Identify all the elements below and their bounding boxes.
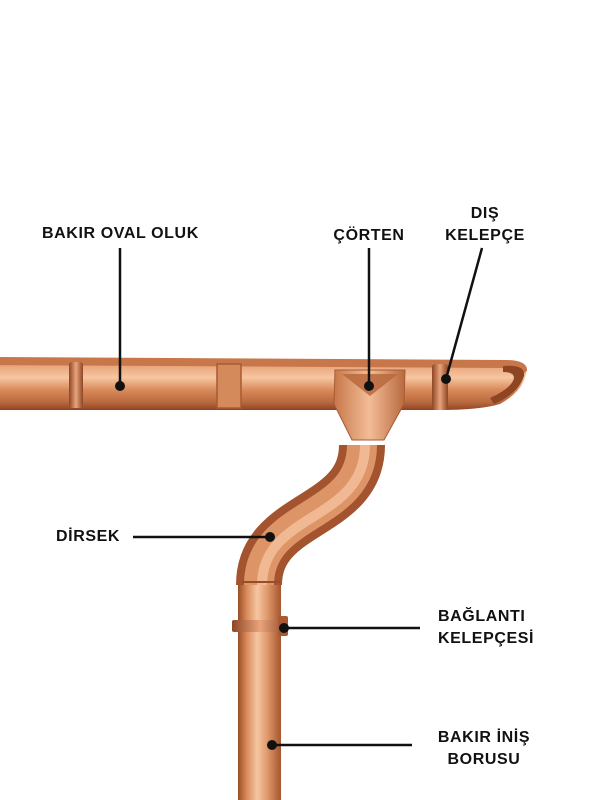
label-connection-clamp-line1: BAĞLANTI <box>438 608 526 625</box>
label-outlet: ÇÖRTEN <box>333 227 405 244</box>
label-outer-clamp-line1: DIŞ <box>470 205 500 222</box>
label-outer-clamp-line2: KELEPÇE <box>445 227 525 244</box>
label-outer-clamp: DIŞ KELEPÇE <box>440 203 530 247</box>
pointer-dot-outer-clamp <box>441 374 451 384</box>
outer-clamp <box>432 364 448 410</box>
label-elbow: DİRSEK <box>56 528 121 545</box>
label-connection-clamp: BAĞLANTI KELEPÇESİ <box>438 606 534 650</box>
gutter-hanger <box>69 362 83 408</box>
pointer-dot-elbow <box>265 532 275 542</box>
downpipe <box>238 582 281 800</box>
pointer-dot-connection-clamp <box>279 623 289 633</box>
label-downpipe-line2: BORUSU <box>447 751 521 768</box>
pointer-dot-outlet <box>364 381 374 391</box>
gutter-end-cap <box>490 365 525 404</box>
leader-outer-clamp <box>444 247 484 380</box>
elbow-bend-shine <box>257 444 370 586</box>
label-connection-clamp-line2: KELEPÇESİ <box>438 630 535 647</box>
connection-clamp <box>232 620 288 632</box>
label-gutter: BAKIR OVAL OLUK <box>42 225 199 242</box>
outlet <box>333 369 406 441</box>
label-downpipe-line1: BAKIR İNİŞ <box>437 729 531 746</box>
gutter-rim <box>0 357 528 374</box>
gutter-joint <box>216 363 242 409</box>
pointer-dot-gutter <box>115 381 125 391</box>
pointer-dot-downpipe <box>267 740 277 750</box>
label-downpipe: BAKIR İNİŞ BORUSU <box>424 727 544 771</box>
